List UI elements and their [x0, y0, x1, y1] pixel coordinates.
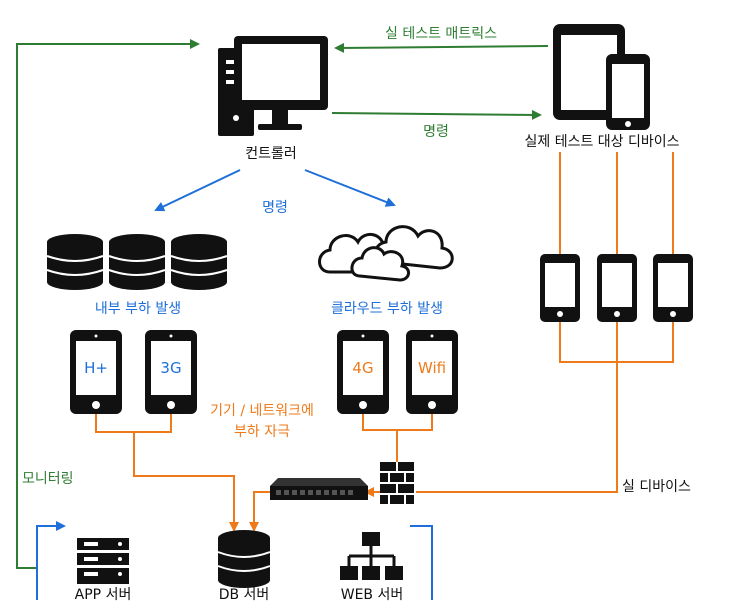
phone-4g: 4G: [337, 330, 389, 414]
real-devices-top-label: 실제 테스트 대상 디바이스: [524, 134, 679, 150]
command-down-label: 명령: [262, 200, 288, 216]
app-server-label: APP 서버: [75, 587, 132, 603]
command-right-arrow: [331, 109, 542, 120]
phone-3g-label: 3G: [160, 359, 181, 377]
phone-hplus: H+: [70, 330, 122, 414]
database-icon: [108, 234, 166, 290]
database-icon: [46, 234, 104, 290]
database-icon: [170, 234, 228, 290]
real-test-matrix-arrow: [334, 42, 549, 53]
command-right-label: 명령: [423, 124, 449, 140]
controller-computer-icon: [218, 36, 328, 136]
db-server-label: DB 서버: [219, 587, 270, 603]
device-network-load-label-1: 기기 / 네트워크에: [210, 403, 314, 419]
web-server-network-icon: [340, 532, 403, 580]
phone-hplus-label: H+: [84, 359, 108, 377]
monitoring-line: [16, 39, 200, 569]
controller-label: 컨트롤러: [245, 146, 297, 162]
phone-4g-label: 4G: [352, 359, 373, 377]
command-down-left-arrow: [154, 169, 241, 212]
network-switch-icon: [270, 478, 368, 500]
cloud-icon: [318, 225, 454, 282]
internal-load-label: 내부 부하 발생: [95, 301, 181, 317]
real-devices-label: 실 디바이스: [622, 479, 691, 495]
real-test-matrix-label: 실 테스트 매트릭스: [385, 26, 497, 42]
firewall-icon: [380, 462, 414, 504]
real-device-phone: [597, 254, 637, 322]
app-server-icon: [77, 538, 129, 584]
real-device-phone: [653, 254, 693, 322]
real-device-phone: [540, 254, 580, 322]
db-server-icon: [217, 530, 271, 588]
web-server-label: WEB 서버: [341, 587, 404, 603]
device-network-load-label-2: 부하 자극: [234, 424, 290, 440]
command-down-right-arrow: [304, 169, 396, 207]
real-test-phone-icon: [606, 54, 650, 130]
phone-3g: 3G: [145, 330, 197, 414]
monitoring-label: 모니터링: [22, 471, 74, 487]
phone-wifi-label: Wifi: [418, 359, 446, 377]
cloud-load-label: 클라우드 부하 발생: [331, 301, 443, 317]
phone-wifi: Wifi: [406, 330, 458, 414]
